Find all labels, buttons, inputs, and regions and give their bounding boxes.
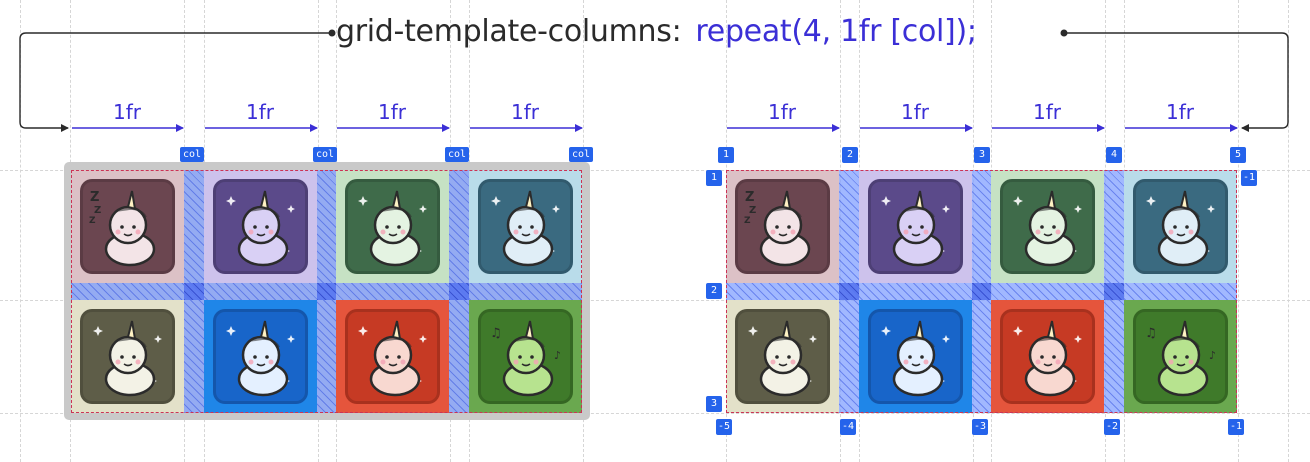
music-unicorn-icon: ♫♪ [1133, 309, 1228, 404]
column-line-number-negative: -3 [972, 419, 988, 435]
code-title: grid-template-columns: repeat(4, 1fr [col… [336, 10, 977, 54]
svg-text:Z: Z [90, 190, 99, 205]
column-line-number: 5 [1230, 147, 1246, 163]
right-grid-item-kissing-unicorn [1124, 170, 1237, 283]
row-line-number: 3 [706, 396, 722, 412]
left-connector [19, 32, 332, 132]
kissing-unicorn-icon [478, 179, 573, 274]
red-unicorn-icon [1000, 309, 1095, 404]
right-gap-intersection [1104, 283, 1124, 300]
left-grid-item-dancing-unicorn [336, 170, 449, 283]
nerd-unicorn-icon [735, 309, 830, 404]
right-grid-item-nerd-unicorn [726, 300, 839, 413]
right-gap-intersection [839, 283, 859, 300]
column-line-number: 2 [842, 147, 858, 163]
left-grid-item-fancy-unicorn [204, 300, 317, 413]
right-grid-item-dancing-unicorn [991, 170, 1104, 283]
column-line-number-negative: -4 [840, 419, 856, 435]
svg-text:Z: Z [749, 205, 756, 216]
dancing-unicorn-icon [345, 179, 440, 274]
track-label-7: 1fr [1033, 100, 1061, 124]
nerd-unicorn-icon [80, 309, 175, 404]
track-label-5: 1fr [768, 100, 796, 124]
track-label-1: 1fr [113, 100, 141, 124]
track-label-8: 1fr [1166, 100, 1194, 124]
column-line-number: 1 [718, 147, 734, 163]
kissing-unicorn-icon [1133, 179, 1228, 274]
right-grid-item-red-unicorn [991, 300, 1104, 413]
left-gap-intersection [449, 283, 469, 300]
fancy-unicorn-icon [868, 309, 963, 404]
left-grid-item-purple-unicorn [204, 170, 317, 283]
svg-text:Z: Z [744, 216, 751, 226]
svg-text:♪: ♪ [1209, 349, 1216, 362]
left-gap-intersection [184, 283, 204, 300]
svg-text:Z: Z [745, 190, 754, 205]
left-gap-intersection [317, 283, 336, 300]
column-line-number: 4 [1106, 147, 1122, 163]
music-unicorn-icon: ♫♪ [478, 309, 573, 404]
col-line-name-tag: col [180, 147, 205, 162]
left-grid-item-nerd-unicorn [71, 300, 184, 413]
column-line-number-negative: -2 [1104, 419, 1120, 435]
svg-text:♫: ♫ [490, 326, 502, 341]
left-grid-outline [71, 170, 582, 413]
row-line-number: 2 [706, 283, 722, 299]
column-line-number: 3 [974, 147, 990, 163]
row-line-number: 1 [706, 170, 722, 186]
col-line-name-tag: col [569, 147, 594, 162]
col-line-name-tag: col [313, 147, 338, 162]
red-unicorn-icon [345, 309, 440, 404]
fancy-unicorn-icon [213, 309, 308, 404]
svg-text:♫: ♫ [1145, 326, 1157, 341]
purple-unicorn-icon [213, 179, 308, 274]
right-grid-outline [726, 170, 1237, 413]
track-label-3: 1fr [378, 100, 406, 124]
property-text: grid-template-columns: [336, 14, 682, 49]
svg-text:♪: ♪ [554, 349, 561, 362]
svg-text:Z: Z [94, 205, 101, 216]
track-label-4: 1fr [511, 100, 539, 124]
dancing-unicorn-icon [1000, 179, 1095, 274]
left-grid-item-kissing-unicorn [469, 170, 582, 283]
column-line-number-negative: -1 [1228, 419, 1244, 435]
track-label-2: 1fr [246, 100, 274, 124]
left-grid-item-red-unicorn [336, 300, 449, 413]
right-grid-item-purple-unicorn [859, 170, 972, 283]
column-line-number-negative: -5 [716, 419, 732, 435]
right-connector [1064, 32, 1289, 132]
purple-unicorn-icon [868, 179, 963, 274]
col-line-name-tag: col [445, 147, 470, 162]
left-grid-item-music-unicorn: ♫♪ [469, 300, 582, 413]
value-text: repeat(4, 1fr [col]); [695, 14, 977, 49]
svg-text:Z: Z [89, 216, 96, 226]
right-grid-item-music-unicorn: ♫♪ [1124, 300, 1237, 413]
row-line-number-negative: -1 [1241, 170, 1257, 186]
right-gap-intersection [972, 283, 991, 300]
track-label-6: 1fr [901, 100, 929, 124]
right-grid-item-fancy-unicorn [859, 300, 972, 413]
